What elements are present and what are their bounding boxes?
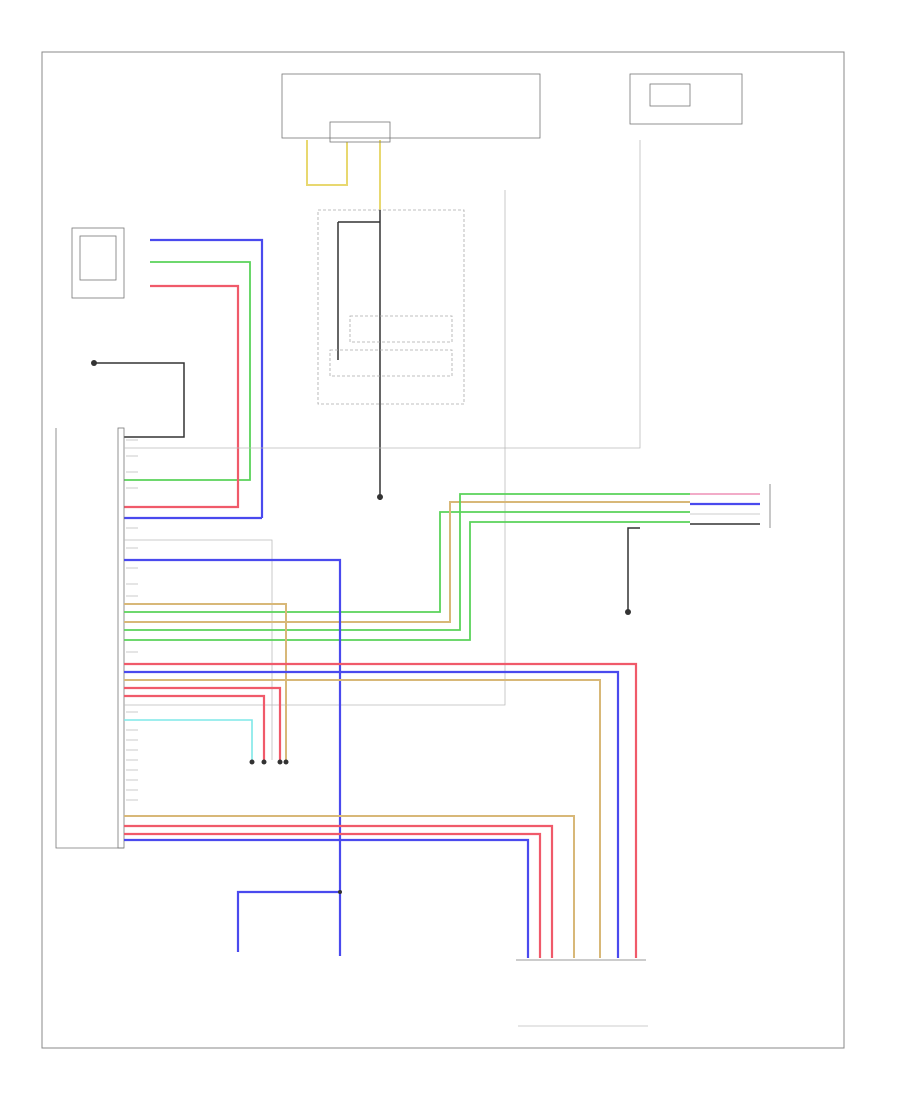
middle-module — [317, 209, 465, 405]
wire-green-left — [124, 261, 251, 481]
ground-center — [377, 494, 383, 500]
wire-red-low-2 — [124, 832, 542, 958]
wire-red-h2 — [124, 686, 282, 760]
switch-left-top — [71, 227, 125, 299]
wire-blue-left-1 — [150, 238, 264, 518]
sub-module-1 — [349, 315, 453, 343]
diagram-frame — [41, 51, 845, 1049]
conn-dot-4 — [283, 759, 289, 765]
splice-dot — [338, 890, 342, 894]
wire-green-right-3 — [124, 521, 690, 641]
connector-top — [329, 121, 391, 143]
control-unit-connector — [117, 427, 125, 849]
wire-red-left — [124, 284, 240, 509]
wire-tan-vertical — [124, 603, 287, 760]
wire-blue-h1 — [124, 670, 620, 958]
wire-red-low — [124, 824, 554, 958]
wire-gray-2 — [124, 539, 273, 760]
wire-green-right-1 — [124, 511, 690, 613]
ground-right — [625, 609, 631, 615]
wire-blue-long — [124, 558, 342, 956]
wire-tan-h1 — [124, 679, 601, 958]
wire-black-left — [94, 362, 185, 438]
conn-dot-3 — [277, 759, 283, 765]
conn-dot-1 — [249, 759, 255, 765]
conn-dot-2 — [261, 759, 267, 765]
fuse-block-top — [281, 73, 541, 139]
wire-black-ground-right — [627, 527, 640, 610]
wire-top-loop — [306, 140, 348, 186]
wire-gray-3 — [124, 190, 506, 706]
relay-box — [649, 83, 691, 107]
pin-marks — [126, 439, 138, 801]
wire-blue-low — [124, 838, 530, 958]
fuse-block-right — [629, 73, 743, 125]
wire-tan-low — [124, 815, 575, 958]
wire-cyan-h1 — [124, 719, 253, 760]
wire-green-right-2 — [124, 493, 690, 631]
wire-red-h3 — [124, 694, 266, 760]
sub-module-2 — [329, 349, 453, 377]
control-unit-bracket — [55, 428, 124, 849]
wire-blue-bottom-left — [236, 890, 340, 952]
wire-gray-1 — [124, 140, 641, 449]
wire-red-h1 — [124, 662, 638, 958]
switch-inner — [79, 235, 117, 281]
